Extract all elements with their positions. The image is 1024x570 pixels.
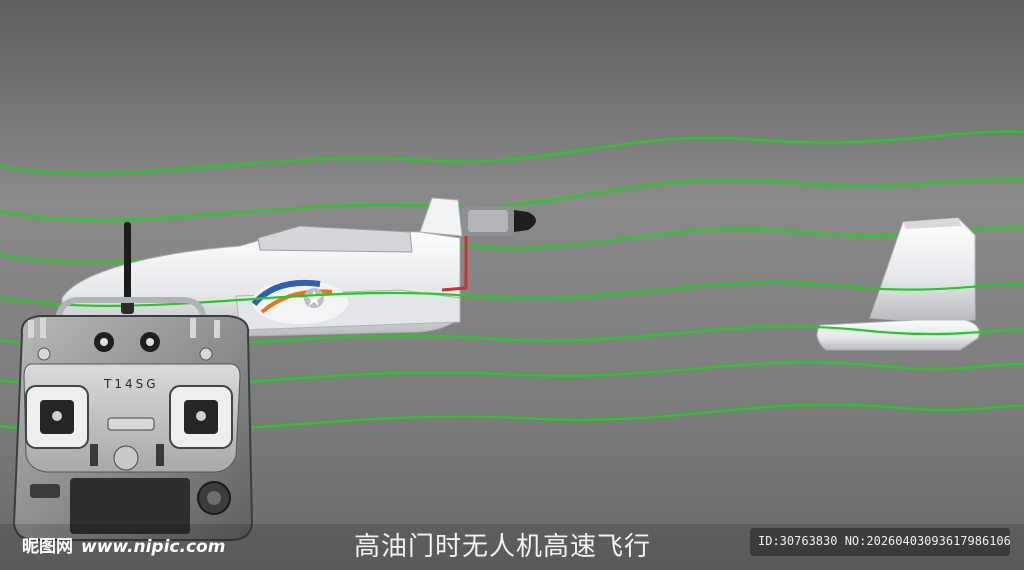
pylon-fin: [419, 197, 463, 237]
transmitter-model-label: T14SG: [103, 377, 159, 391]
transmitter: T14SG: [12, 222, 254, 541]
spinner: [514, 210, 536, 232]
motor-wire: [441, 236, 468, 292]
center-dial: [113, 445, 139, 471]
aircraft: [61, 197, 980, 351]
wing-decal: [252, 280, 348, 324]
canopy: [257, 225, 413, 253]
tail-boom: [450, 329, 830, 336]
transmitter-screen: [70, 478, 190, 534]
bottom-strip: [0, 524, 1024, 570]
watermark-id: ID:30763830 NO:20260403093617986106: [758, 534, 1011, 548]
antenna: [124, 222, 131, 304]
caption: 高油门时无人机高速飞行: [354, 532, 652, 562]
watermark-id-box: ID:30763830 NO:20260403093617986106: [750, 528, 1011, 556]
transmitter-handle: [55, 297, 207, 321]
watermark-site: www.nipic.com: [81, 537, 226, 557]
airflow-line: [0, 130, 1024, 175]
watermark-logo: 昵图网: [22, 537, 73, 557]
watermark-left: 昵图网 www.nipic.com: [22, 532, 225, 557]
airflow-line: [0, 178, 1024, 222]
